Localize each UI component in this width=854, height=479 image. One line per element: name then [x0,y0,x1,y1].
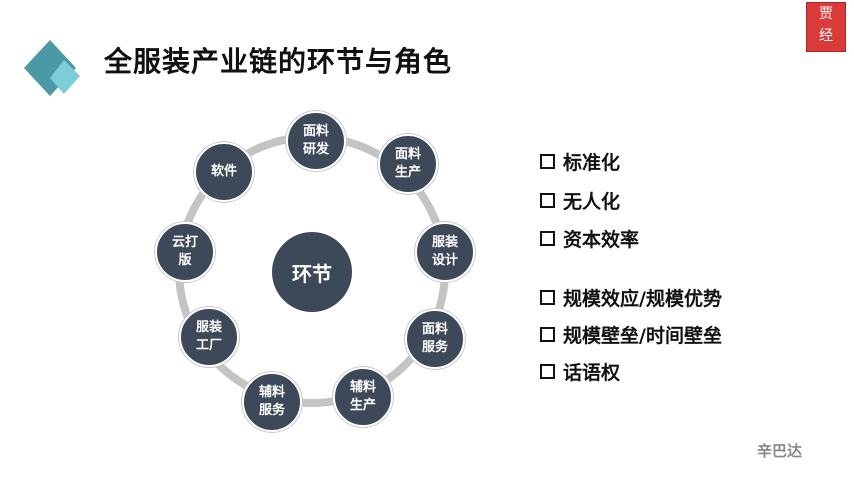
list-item: 标准化 [540,148,620,175]
list-item: 规模壁垒/时间壁垒 [540,321,722,348]
checkbox-icon [540,154,555,169]
item-label: 规模效应/规模优势 [563,288,722,310]
seal-logo: 贾经 [806,2,846,52]
ring-node: 辅料 生产 [333,367,393,427]
item-label: 无人化 [563,191,621,213]
ring-node: 辅料 服务 [242,372,302,432]
checkbox-icon [540,327,555,342]
list-item: 话语权 [540,358,620,385]
ring-node: 面料 研发 [286,111,346,171]
ring-node: 面料 生产 [378,134,438,194]
item-label: 标准化 [563,152,621,174]
checkbox-icon [540,231,555,246]
page-title: 全服装产业链的环节与角色 [104,45,453,78]
checkbox-icon [540,193,555,208]
list-item: 规模效应/规模优势 [540,284,722,311]
ring-node: 服装 工厂 [179,307,239,367]
logo-icon [22,38,82,98]
center-node: 环节 [272,232,352,312]
brand-logo: 辛巴达 [757,442,803,460]
item-label: 规模壁垒/时间壁垒 [563,325,722,347]
ring-node: 服装 设计 [415,222,475,282]
ring-node: 软件 [194,142,254,202]
ring-node: 面料 服务 [405,309,465,369]
list-item: 无人化 [540,187,620,214]
checkbox-icon [540,290,555,305]
item-label: 资本效率 [563,229,640,251]
list-item: 资本效率 [540,225,639,252]
checkbox-icon [540,364,555,379]
ring-node: 云打 版 [155,222,215,282]
item-label: 话语权 [563,362,621,384]
